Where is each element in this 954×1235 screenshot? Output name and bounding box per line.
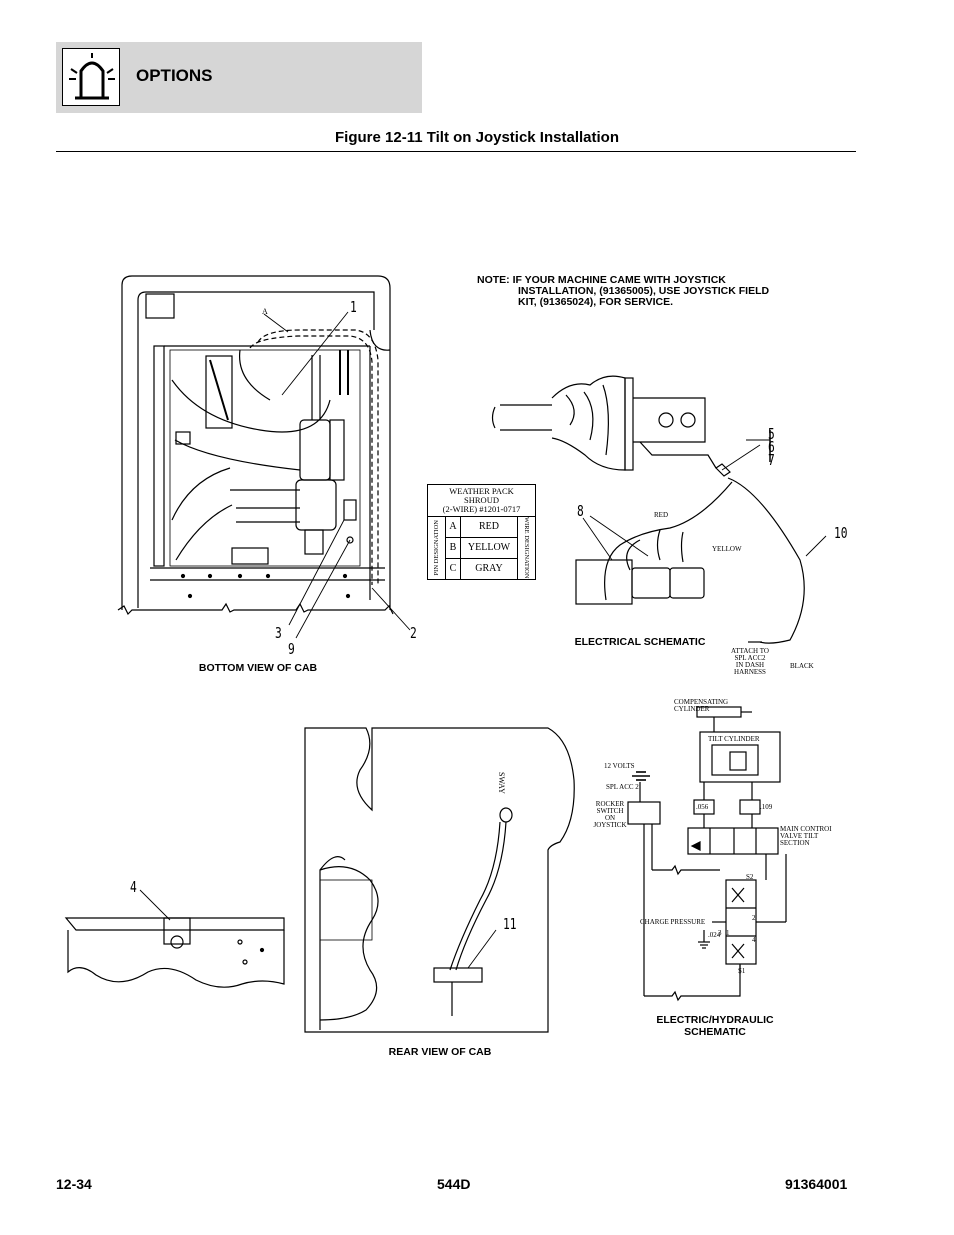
section-title: OPTIONS	[136, 66, 213, 85]
sway-label: SWAY	[497, 772, 506, 794]
callout-9: 9	[288, 640, 295, 658]
bottom-view-caption: BOTTOM VIEW OF CAB	[198, 662, 318, 674]
orifice-109: .109	[760, 803, 773, 811]
solenoid-s1-label: S1	[738, 967, 746, 975]
beacon-light-icon	[62, 48, 120, 106]
port-1-label: 1	[726, 929, 730, 937]
pin-b: B	[445, 536, 461, 559]
document-number: 91364001	[785, 1176, 848, 1192]
electric-hydraulic-caption: ELECTRIC/HYDRAULIC SCHEMATIC	[656, 1014, 774, 1038]
spl-acc-label: SPL ACC 2	[606, 783, 639, 791]
rear-view-caption: REAR VIEW OF CAB	[388, 1046, 492, 1058]
figure-title: Figure 12-11 Tilt on Joystick Installati…	[335, 129, 619, 146]
pin-c: C	[445, 557, 461, 580]
title-rule	[56, 151, 856, 152]
orifice-056: .056	[696, 803, 709, 811]
pin-a: A	[445, 516, 461, 538]
weather-pack-table: WEATHER PACK SHROUD (2-WIRE) #1201-0717 …	[427, 484, 536, 580]
wire-b: YELLOW	[460, 536, 518, 559]
joystick-drawing	[491, 375, 827, 644]
callout-2: 2	[410, 624, 417, 642]
port-3-label: 3	[718, 929, 722, 937]
wire-label-yellow: YELLOW	[712, 545, 742, 553]
electric-hydraulic-schematic	[627, 706, 787, 1002]
callout-10: 10	[834, 524, 848, 542]
page-number: 12-34	[56, 1176, 92, 1192]
electrical-schematic-caption: ELECTRICAL SCHEMATIC	[574, 636, 706, 648]
callout-6: 6	[768, 438, 775, 456]
section-header: OPTIONS	[56, 42, 422, 113]
wire-designation-label: WIRE DESIGNATION	[523, 517, 530, 579]
charge-pressure-label: CHARGE PRESSURE	[640, 918, 706, 926]
attach-label: ATTACH TO SPL ACC2 IN DASH HARNESS	[731, 647, 769, 676]
pin-designation-label: PIN DESIGNATION	[433, 520, 440, 576]
bottom-view-of-cab-drawing	[117, 275, 411, 639]
wire-a: RED	[460, 516, 518, 538]
callout-1: 1	[350, 298, 357, 316]
callout-4: 4	[130, 878, 137, 896]
callout-3: 3	[275, 624, 282, 642]
solenoid-s2-label: S2	[746, 873, 754, 881]
wire-label-red: RED	[654, 511, 668, 519]
cab-floor-fragment-drawing	[64, 889, 285, 988]
callout-11: 11	[503, 915, 517, 933]
callout-8: 8	[577, 502, 584, 520]
rocker-switch-label: ROCKER SWITCH ON JOYSTICK	[593, 800, 627, 829]
port-4-label: 4	[752, 936, 756, 944]
service-note: NOTE: IF YOUR MACHINE CAME WITH JOYSTICK…	[477, 274, 770, 308]
port-2-label: 2	[752, 914, 756, 922]
orifice-024: .024	[708, 931, 721, 939]
tilt-cyl-label: TILT CYLINDER	[708, 735, 760, 743]
wire-label-black: BLACK	[790, 662, 814, 670]
model-number: 544D	[437, 1176, 471, 1192]
comp-cyl-label: COMPENSATING CYLINDER	[674, 698, 729, 713]
main-control-valve-label: MAIN CONTROI VALVE TILT SECTION	[780, 825, 832, 847]
rear-view-of-cab-drawing	[304, 727, 575, 1033]
volts-label: 12 VOLTS	[604, 762, 635, 770]
wire-c: GRAY	[460, 557, 518, 580]
callout-a: A	[262, 307, 268, 316]
callout-7: 7	[768, 451, 775, 469]
callout-5: 5	[768, 425, 775, 443]
